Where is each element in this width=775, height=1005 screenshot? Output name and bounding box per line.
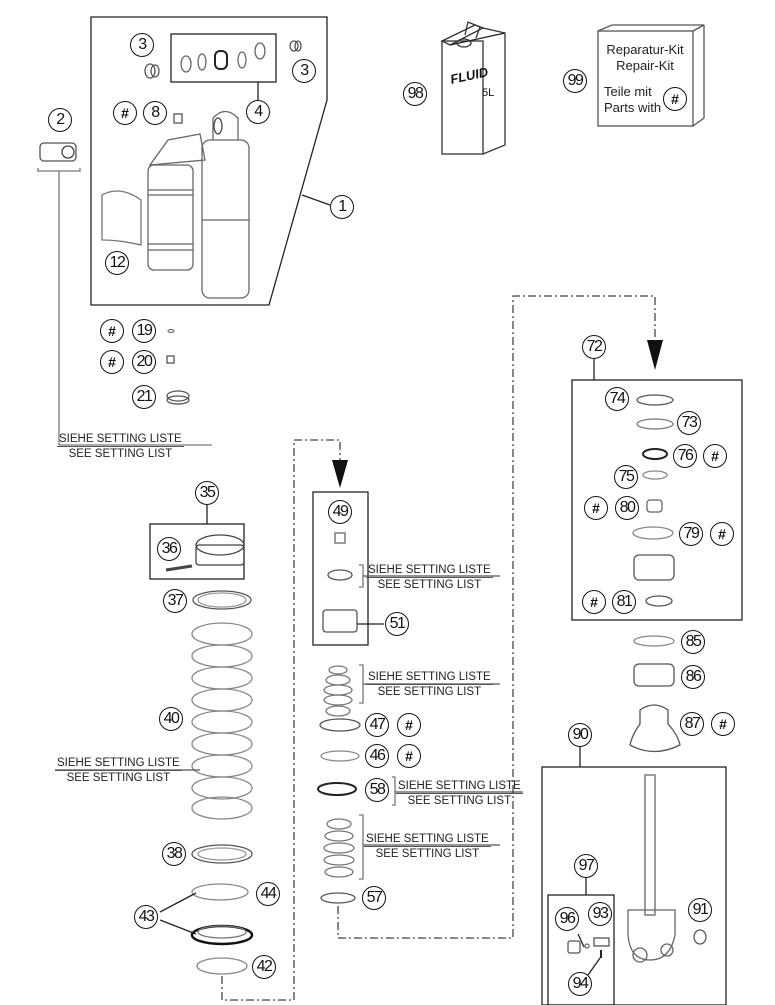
group-frame-97 — [547, 894, 615, 1005]
callout-42[interactable]: 42 — [252, 955, 276, 979]
repair-kit-marker: # — [100, 319, 124, 343]
flow-path-to-72 — [337, 295, 656, 939]
callout-57[interactable]: 57 — [362, 886, 386, 910]
callout-93[interactable]: 93 — [588, 902, 612, 926]
callout-35[interactable]: 35 — [195, 481, 219, 505]
callout-12[interactable]: 12 — [105, 251, 129, 275]
repair-kit-marker: # — [113, 101, 137, 125]
callout-3b[interactable]: 3 — [292, 59, 316, 83]
callout-47[interactable]: 47 — [365, 713, 389, 737]
repair-kit-marker: # — [397, 744, 421, 768]
callout-76[interactable]: 76 — [673, 444, 697, 468]
repair-kit-title: Reparatur-Kit Repair-Kit — [606, 42, 684, 73]
leader-1 — [301, 194, 331, 206]
repair-kit-marker: # — [710, 522, 734, 546]
repair-kit-marker: # — [582, 590, 606, 614]
callout-86[interactable]: 86 — [681, 665, 705, 689]
callout-4[interactable]: 4 — [246, 100, 270, 124]
fluid-volume: 5L — [482, 87, 495, 99]
callout-81[interactable]: 81 — [612, 590, 636, 614]
group-frame-90 — [541, 766, 727, 1005]
callout-1[interactable]: 1 — [330, 195, 354, 219]
callout-49[interactable]: 49 — [328, 500, 352, 524]
callout-97[interactable]: 97 — [574, 854, 598, 878]
callout-43[interactable]: 43 — [134, 905, 158, 929]
callout-80[interactable]: 80 — [615, 496, 639, 520]
callout-36[interactable]: 36 — [157, 537, 181, 561]
group-frame-49 — [312, 491, 369, 646]
callout-96[interactable]: 96 — [555, 907, 579, 931]
callout-87[interactable]: 87 — [680, 712, 704, 736]
callout-73[interactable]: 73 — [677, 411, 701, 435]
callout-94[interactable]: 94 — [568, 972, 592, 996]
group-frame-4 — [170, 33, 277, 83]
callout-85[interactable]: 85 — [681, 630, 705, 654]
group-frame-1 — [90, 16, 328, 306]
flow-arrow-72 — [647, 340, 663, 370]
repair-kit-marker: # — [703, 444, 727, 468]
callout-37[interactable]: 37 — [163, 589, 187, 613]
flow-path-to-49 — [221, 439, 341, 1001]
callout-19[interactable]: 19 — [132, 319, 156, 343]
flow-arrow-49 — [332, 460, 348, 488]
callout-72[interactable]: 72 — [582, 335, 606, 359]
callout-40[interactable]: 40 — [159, 707, 183, 731]
callout-8[interactable]: 8 — [143, 101, 167, 125]
repair-kit-marker: # — [663, 87, 687, 111]
callout-74[interactable]: 74 — [605, 387, 629, 411]
callout-20[interactable]: 20 — [132, 350, 156, 374]
callout-79[interactable]: 79 — [679, 522, 703, 546]
callout-75[interactable]: 75 — [614, 465, 638, 489]
repair-kit-marker: # — [397, 713, 421, 737]
callout-2[interactable]: 2 — [48, 108, 72, 132]
callout-46[interactable]: 46 — [365, 744, 389, 768]
callout-3a[interactable]: 3 — [130, 33, 154, 57]
callout-90[interactable]: 90 — [568, 723, 592, 747]
callout-58[interactable]: 58 — [365, 778, 389, 802]
repair-kit-marker: # — [100, 350, 124, 374]
callout-21[interactable]: 21 — [132, 385, 156, 409]
group-frame-72 — [571, 379, 743, 621]
callout-98[interactable]: 98 — [403, 82, 427, 106]
callout-38[interactable]: 38 — [162, 842, 186, 866]
repair-kit-marker: # — [711, 712, 735, 736]
callout-99[interactable]: 99 — [563, 69, 587, 93]
repair-kit-parts-text: Teile mit Parts with — [604, 84, 662, 115]
callout-44[interactable]: 44 — [256, 882, 280, 906]
callout-51[interactable]: 51 — [385, 612, 409, 636]
repair-kit-marker: # — [584, 496, 608, 520]
callout-91[interactable]: 91 — [688, 898, 712, 922]
